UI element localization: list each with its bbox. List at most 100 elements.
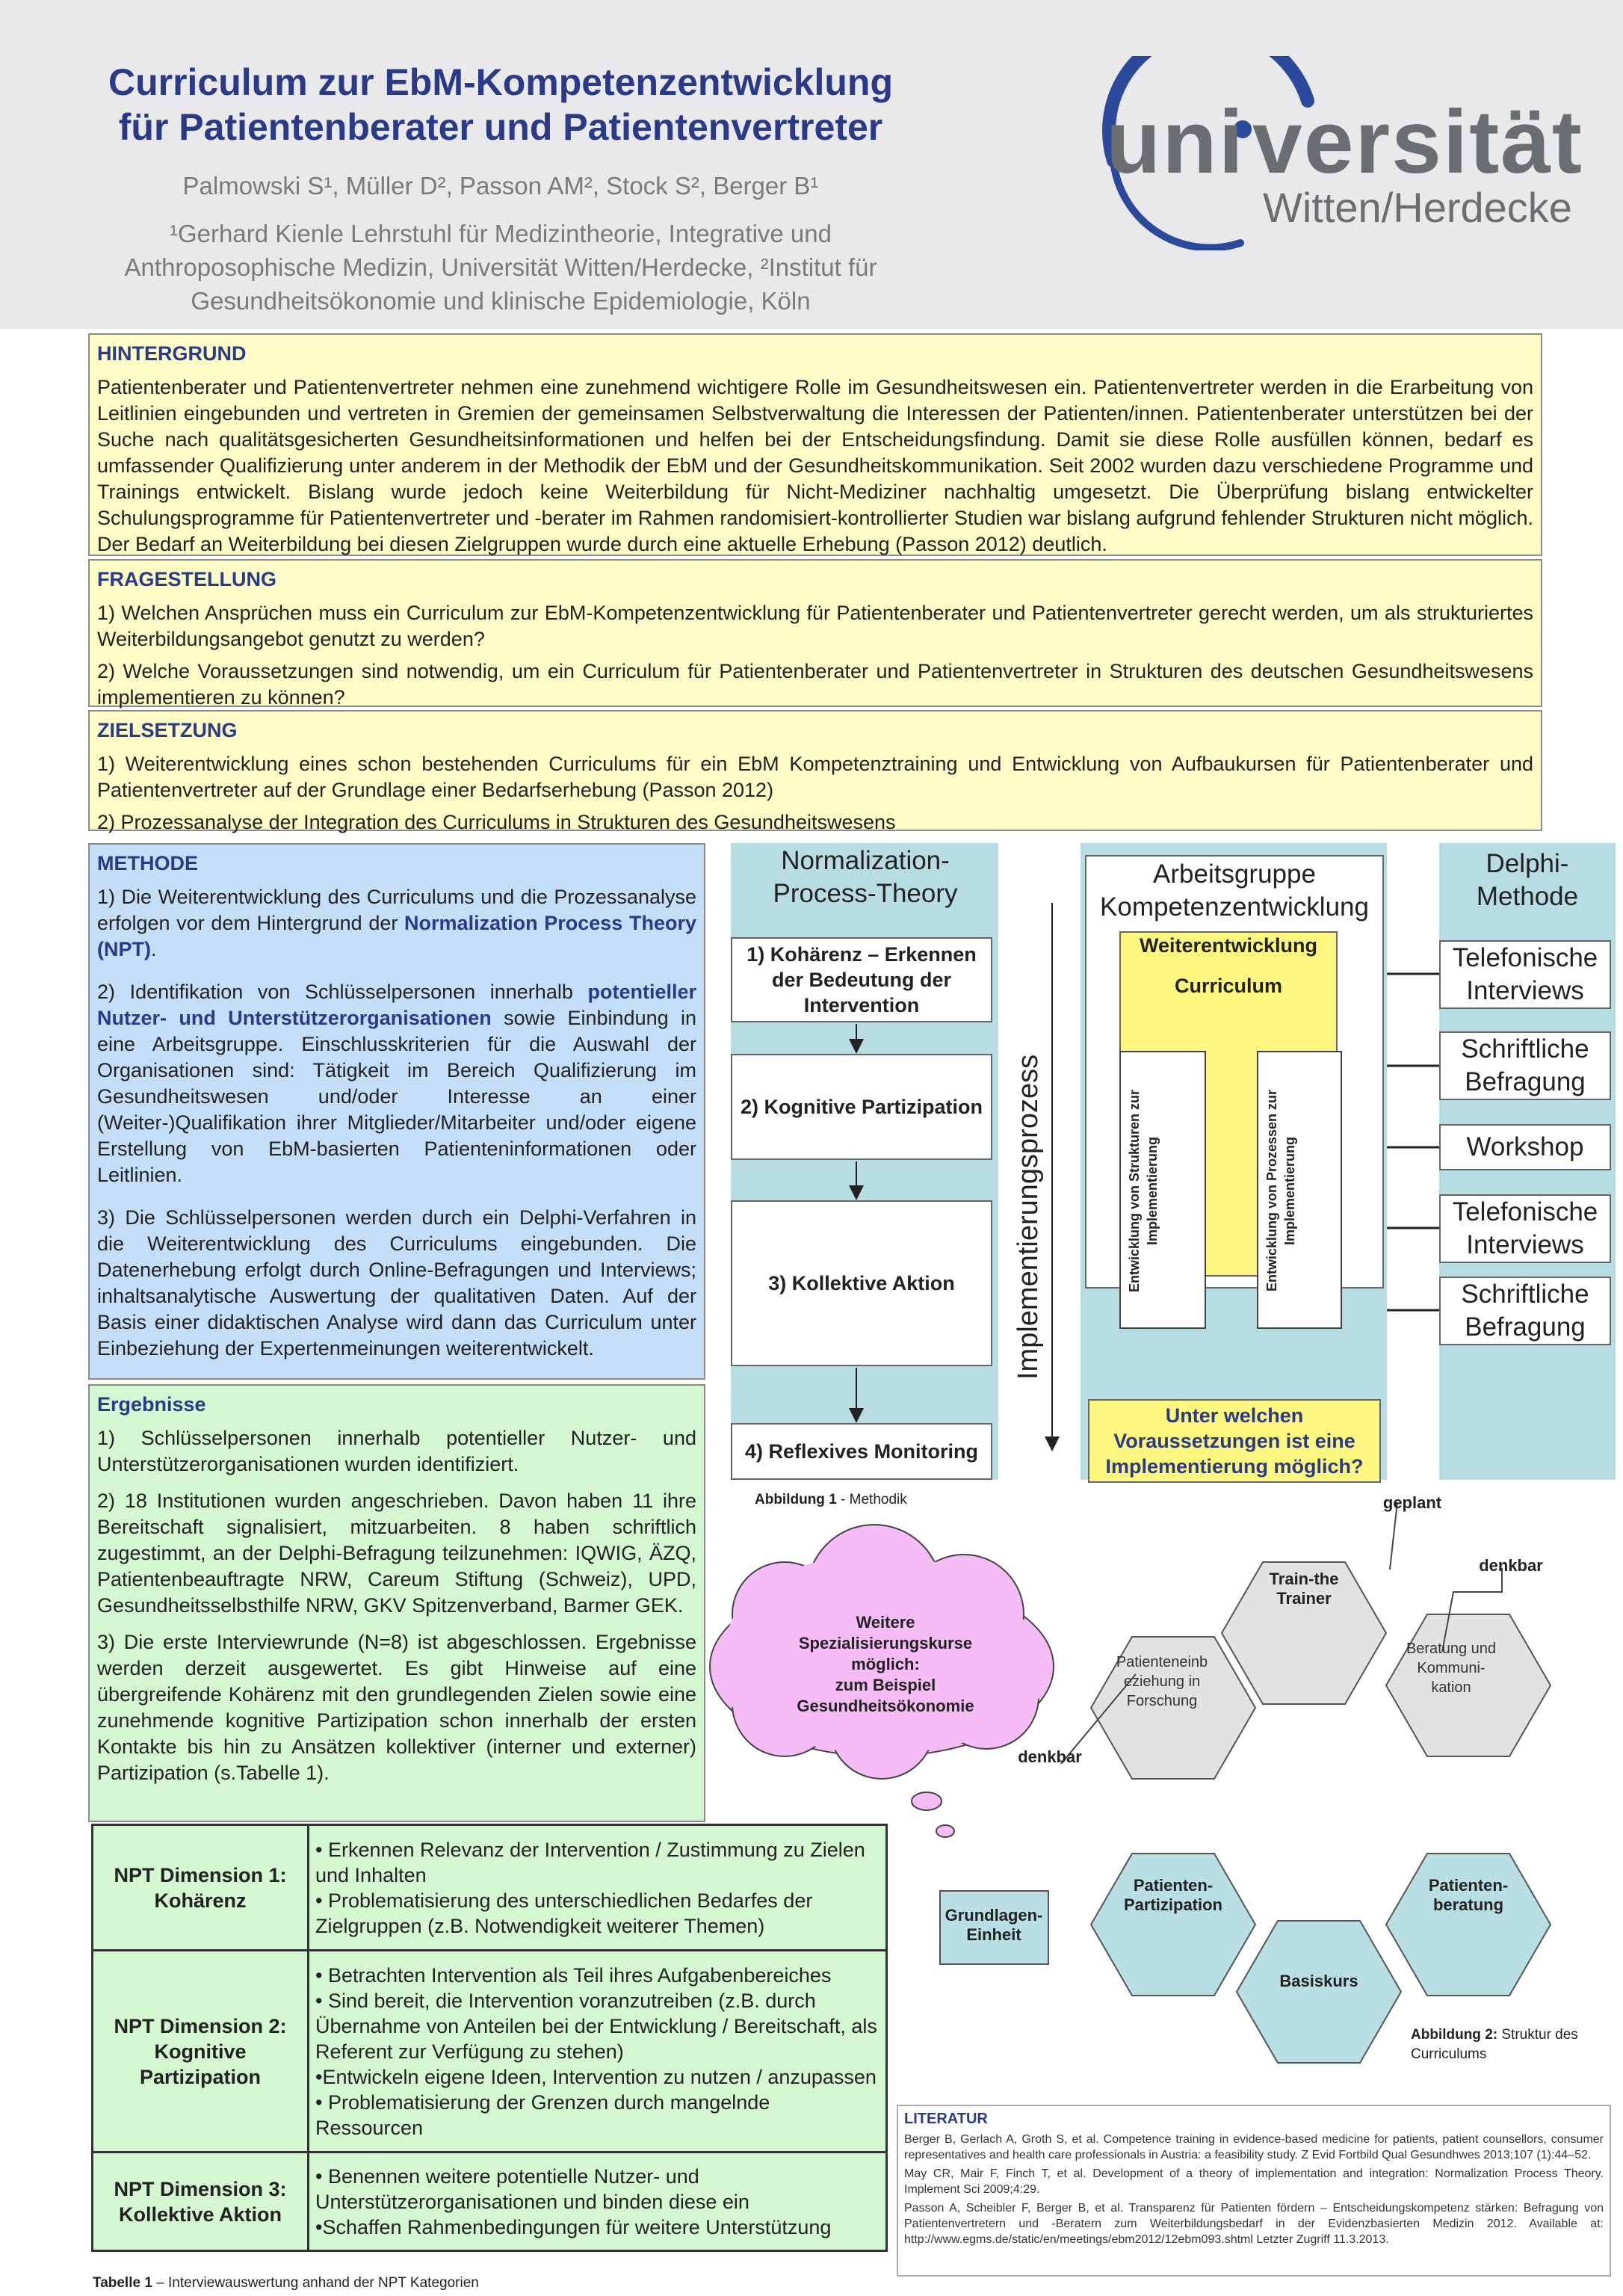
hex-train-the-trainer bbox=[1220, 1561, 1388, 1705]
figure1-caption-text: - Methodik bbox=[836, 1492, 907, 1507]
figure2-caption-bold: Abbildung 2: bbox=[1411, 2027, 1498, 2043]
figure1-caption: Abbildung 1 - Methodik bbox=[755, 1492, 907, 1508]
fragestellung-heading: FRAGESTELLUNG bbox=[97, 568, 276, 590]
hex-patienten-partizipation bbox=[1089, 1853, 1257, 1996]
train-label-1: Train-the bbox=[1270, 1570, 1339, 1588]
denkbar-right-label: denkbar bbox=[1479, 1556, 1543, 1575]
table-caption: Tabelle 1 – Interviewauswertung anhand d… bbox=[93, 2275, 479, 2292]
hex-beratung bbox=[1385, 1614, 1552, 1757]
denkbar-left-label: denkbar bbox=[1018, 1747, 1082, 1766]
cloud-line-3: möglich: bbox=[851, 1655, 920, 1673]
npt-table: NPT Dimension 1: Kohärenz• Erkennen Rele… bbox=[91, 1824, 888, 2252]
beratung-label-2: Kommuni- bbox=[1417, 1660, 1485, 1676]
beratung-label-1: Beratung und bbox=[1406, 1641, 1496, 1657]
diagram-arrows bbox=[849, 903, 1439, 1451]
strukturen-label: Entwicklung von Strukturen zur Implement… bbox=[1127, 1089, 1160, 1292]
question-box: Unter welchen Voraussetzungen ist eine I… bbox=[1088, 1399, 1381, 1483]
npt-step-2: 2) Kognitive Partizipation bbox=[731, 1054, 992, 1160]
cloud-line-4: zum Beispiel bbox=[835, 1676, 936, 1694]
zielsetzung-heading: ZIELSETZUNG bbox=[97, 719, 238, 741]
methode-p3: 3) Die Schlüsselpersonen werden durch ei… bbox=[97, 1206, 696, 1360]
title-line-1: Curriculum zur EbM-Kompetenzentwicklung bbox=[108, 61, 894, 103]
npt-item: • Sind bereit, die Intervention voranzut… bbox=[315, 1989, 877, 2063]
grundlagen-box bbox=[939, 1890, 1049, 1965]
methode-orgs-highlight: potentieller Nutzer- und Unterstützerorg… bbox=[97, 981, 696, 1029]
section-ergebnisse: Ergebnisse 1) Schlüsselpersonen innerhal… bbox=[88, 1384, 705, 1822]
poster-title: Curriculum zur EbM-Kompetenzentwicklung … bbox=[75, 60, 927, 149]
literatur-ref-3: Passon A, Scheibler F, Berger B, et al. … bbox=[904, 2202, 1604, 2246]
hex-basiskurs bbox=[1235, 1920, 1403, 2064]
train-label-2: Trainer bbox=[1276, 1589, 1332, 1608]
grundlagen-label-1: Grundlagen- bbox=[945, 1906, 1043, 1925]
ergebnisse-heading: Ergebnisse bbox=[97, 1393, 206, 1416]
beratung-label-3: kation bbox=[1431, 1679, 1471, 1696]
npt-item: •Entwickeln eigene Ideen, Intervention z… bbox=[315, 2065, 877, 2088]
methode-p1-end: . bbox=[150, 938, 157, 960]
npt-item: • Erkennen Relevanz der Intervention / Z… bbox=[315, 1838, 865, 1886]
npt-item: •Schaffen Rahmenbedingungen für weitere … bbox=[315, 2215, 832, 2238]
npt-item: • Benennen weitere potentielle Nutzer- u… bbox=[315, 2164, 749, 2213]
denkbar-left-line bbox=[1060, 1673, 1137, 1765]
delphi-title: Delphi-Methode bbox=[1447, 848, 1608, 913]
npt-items-cell: • Benennen weitere potentielle Nutzer- u… bbox=[307, 2151, 888, 2252]
hintergrund-text: Patientenberater und Patientenvertreter … bbox=[97, 376, 1533, 555]
denkbar-right-line bbox=[1441, 1568, 1503, 1652]
npt-dimension-cell: NPT Dimension 2: Kognitive Partizipation bbox=[91, 1949, 309, 2153]
cloud-line-1: Weitere bbox=[856, 1613, 915, 1632]
prozesse-box bbox=[1257, 1051, 1342, 1329]
partizipation-label-2: Partizipation bbox=[1124, 1895, 1222, 1914]
delphi-item-4: Telefonische Interviews bbox=[1439, 1194, 1611, 1263]
authors: Palmowski S¹, Müller D², Passon AM², Sto… bbox=[182, 172, 819, 200]
weiterentwicklung-title: Weiterentwicklung bbox=[1139, 934, 1318, 957]
methode-p1: 1) Die Weiterentwicklung des Curriculums… bbox=[97, 884, 696, 963]
curriculum-structure-diagram: Weitere Spezialisierungskurse möglich: z… bbox=[709, 1493, 1552, 2064]
logo-subtitle: Witten/Herdecke bbox=[1263, 184, 1572, 231]
ergebnisse-p1: 1) Schlüsselpersonen innerhalb potentiel… bbox=[97, 1427, 696, 1475]
methodik-diagram: Normalization-Process-Theory 1) Kohärenz… bbox=[729, 843, 1617, 1486]
figure1-caption-bold: Abbildung 1 bbox=[755, 1492, 837, 1507]
npt-row-3: NPT Dimension 3: Kollektive Aktion• Bene… bbox=[91, 2151, 888, 2252]
literatur-ref-1: Berger B, Gerlach A, Groth S, et al. Com… bbox=[904, 2133, 1604, 2161]
npt-step-4: 4) Reflexives Monitoring bbox=[731, 1423, 992, 1480]
npt-item: • Betrachten Intervention als Teil ihres… bbox=[315, 1963, 832, 1987]
npt-item: • Problematisierung der Grenzen durch ma… bbox=[315, 2090, 770, 2139]
npt-row-1: NPT Dimension 1: Kohärenz• Erkennen Rele… bbox=[91, 1824, 888, 1951]
arbeitsgruppe-title: Arbeitsgruppe Kompetenzentwicklung bbox=[1100, 860, 1369, 922]
table-caption-bold: Tabelle 1 bbox=[93, 2275, 152, 2291]
affiliation: ¹Gerhard Kienle Lehrstuhl für Medizinthe… bbox=[124, 220, 877, 315]
npt-dimension-cell: NPT Dimension 1: Kohärenz bbox=[91, 1824, 309, 1951]
literatur-ref-2: May CR, Mair F, Finch T, et al. Developm… bbox=[904, 2167, 1604, 2196]
methode-heading: METHODE bbox=[97, 852, 198, 874]
geplant-label: geplant bbox=[1383, 1493, 1442, 1512]
header-band bbox=[0, 0, 1623, 329]
hexagons bbox=[1089, 1561, 1552, 2064]
fragestellung-q1: 1) Welchen Ansprüchen muss ein Curriculu… bbox=[97, 602, 1533, 650]
section-hintergrund: HINTERGRUND Patientenberater und Patient… bbox=[88, 333, 1542, 556]
npt-items-cell: • Erkennen Relevanz der Intervention / Z… bbox=[307, 1824, 888, 1951]
fragestellung-q2: 2) Welche Voraussetzungen sind notwendig… bbox=[97, 660, 1533, 709]
hintergrund-heading: HINTERGRUND bbox=[97, 342, 247, 365]
title-line-2: für Patientenberater und Patientenvertre… bbox=[118, 106, 883, 148]
partizipation-label-1: Patienten- bbox=[1134, 1876, 1213, 1895]
section-literatur: LITERATUR Berger B, Gerlach A, Groth S, … bbox=[897, 2105, 1611, 2277]
hex-patientenberatung bbox=[1385, 1853, 1552, 1996]
npt-step-1: 1) Kohärenz – Erkennen der Bedeutung der… bbox=[731, 937, 992, 1022]
prozesse-label: Entwicklung von Prozessen zur Implementi… bbox=[1264, 1089, 1297, 1292]
section-methode: METHODE 1) Die Weiterentwicklung des Cur… bbox=[88, 843, 705, 1380]
npt-row-2: NPT Dimension 2: Kognitive Partizipation… bbox=[91, 1949, 888, 2153]
npt-dimension-cell: NPT Dimension 3: Kollektive Aktion bbox=[91, 2151, 309, 2252]
university-logo: universität Witten/Herdecke bbox=[1054, 22, 1592, 252]
logo-word-versitaet: versität bbox=[1252, 92, 1583, 192]
implementierung-label: Implementierungsprozess bbox=[1013, 1054, 1044, 1380]
hex-patienteneinbeziehung bbox=[1089, 1636, 1257, 1780]
delphi-item-5: Schriftliche Befragung bbox=[1439, 1277, 1611, 1345]
literatur-heading: LITERATUR bbox=[904, 2111, 988, 2127]
npt-items-cell: • Betrachten Intervention als Teil ihres… bbox=[307, 1949, 888, 2153]
patberatung-label-2: beratung bbox=[1433, 1895, 1503, 1914]
npt-item: • Problematisierung des unterschiedliche… bbox=[315, 1889, 813, 1937]
grundlagen-label-2: Einheit bbox=[966, 1925, 1021, 1944]
basiskurs-label: Basiskurs bbox=[1279, 1972, 1358, 1990]
geplant-line bbox=[1389, 1502, 1398, 1570]
npt-title: Normalization-Process-Theory bbox=[773, 846, 958, 908]
cloud-icon bbox=[709, 1524, 1054, 1838]
